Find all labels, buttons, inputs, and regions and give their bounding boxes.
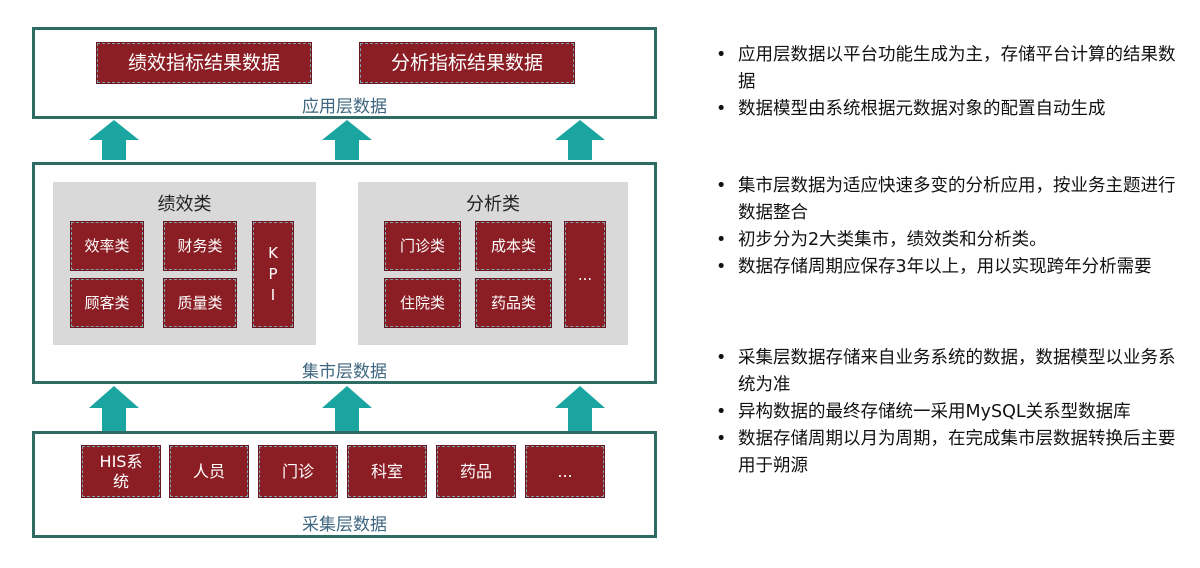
arrow-up-icon: [89, 386, 139, 432]
outpatient-box: 门诊类: [384, 221, 461, 271]
notes-app-layer: 应用层数据以平台功能生成为主，存储平台计算的结果数据 数据模型由系统根据元数据对…: [712, 42, 1182, 123]
application-layer: 绩效指标结果数据 分析指标结果数据 应用层数据: [32, 27, 657, 119]
performance-result-box: 绩效指标结果数据: [96, 42, 312, 84]
note-bullet: 初步分为2大类集市，绩效类和分析类。: [712, 227, 1182, 254]
mart-layer-label: 集市层数据: [302, 362, 387, 382]
note-bullet: 异构数据的最终存储统一采用MySQL关系型数据库: [712, 399, 1182, 426]
performance-group: 绩效类 效率类 财务类 顾客类 质量类 K P I: [53, 182, 316, 345]
note-bullet: 集市层数据为适应快速多变的分析应用，按业务主题进行数据整合: [712, 173, 1182, 227]
analysis-group-title: 分析类: [466, 194, 520, 215]
application-layer-label: 应用层数据: [302, 97, 387, 117]
notes-collection-layer: 采集层数据存储来自业务系统的数据，数据模型以业务系统为准 异构数据的最终存储统一…: [712, 345, 1182, 480]
his-system-box: HIS系统: [81, 445, 161, 498]
analysis-result-box: 分析指标结果数据: [359, 42, 575, 84]
drug-source-box: 药品: [436, 445, 516, 498]
note-bullet: 采集层数据存储来自业务系统的数据，数据模型以业务系统为准: [712, 345, 1182, 399]
department-box: 科室: [347, 445, 427, 498]
arrow-up-icon: [89, 120, 139, 160]
analysis-more-box: ...: [564, 221, 606, 328]
collection-layer-label: 采集层数据: [302, 515, 387, 535]
analysis-group: 分析类 门诊类 成本类 住院类 药品类 ...: [358, 182, 628, 345]
note-bullet: 应用层数据以平台功能生成为主，存储平台计算的结果数据: [712, 42, 1182, 96]
performance-group-title: 绩效类: [157, 194, 212, 215]
note-bullet: 数据存储周期以月为周期，在完成集市层数据转换后主要用于朔源: [712, 426, 1182, 480]
efficiency-box: 效率类: [70, 221, 144, 271]
collection-layer: HIS系统 人员 门诊 科室 药品 ... 采集层数据: [32, 431, 657, 538]
mart-layer: 绩效类 效率类 财务类 顾客类 质量类 K P I 分析类 门诊类 成本类 住院…: [32, 162, 657, 384]
arrow-up-icon: [555, 120, 605, 160]
outpatient-source-box: 门诊: [258, 445, 338, 498]
note-bullet: 数据存储周期应保存3年以上，用以实现跨年分析需要: [712, 254, 1182, 281]
kpi-letter: K: [268, 244, 278, 262]
quality-box: 质量类: [163, 278, 237, 328]
cost-box: 成本类: [475, 221, 552, 271]
collection-more-box: ...: [525, 445, 605, 498]
kpi-letter: I: [270, 286, 276, 304]
note-bullet: 数据模型由系统根据元数据对象的配置自动生成: [712, 96, 1182, 123]
kpi-box: K P I: [252, 221, 294, 328]
personnel-box: 人员: [169, 445, 249, 498]
drug-box: 药品类: [475, 278, 552, 328]
customer-box: 顾客类: [70, 278, 144, 328]
finance-box: 财务类: [163, 221, 237, 271]
arrow-up-icon: [555, 386, 605, 432]
inpatient-box: 住院类: [384, 278, 461, 328]
arrow-up-icon: [322, 386, 372, 432]
notes-mart-layer: 集市层数据为适应快速多变的分析应用，按业务主题进行数据整合 初步分为2大类集市，…: [712, 173, 1182, 281]
kpi-letter: P: [268, 265, 278, 283]
arrow-up-icon: [322, 120, 372, 160]
